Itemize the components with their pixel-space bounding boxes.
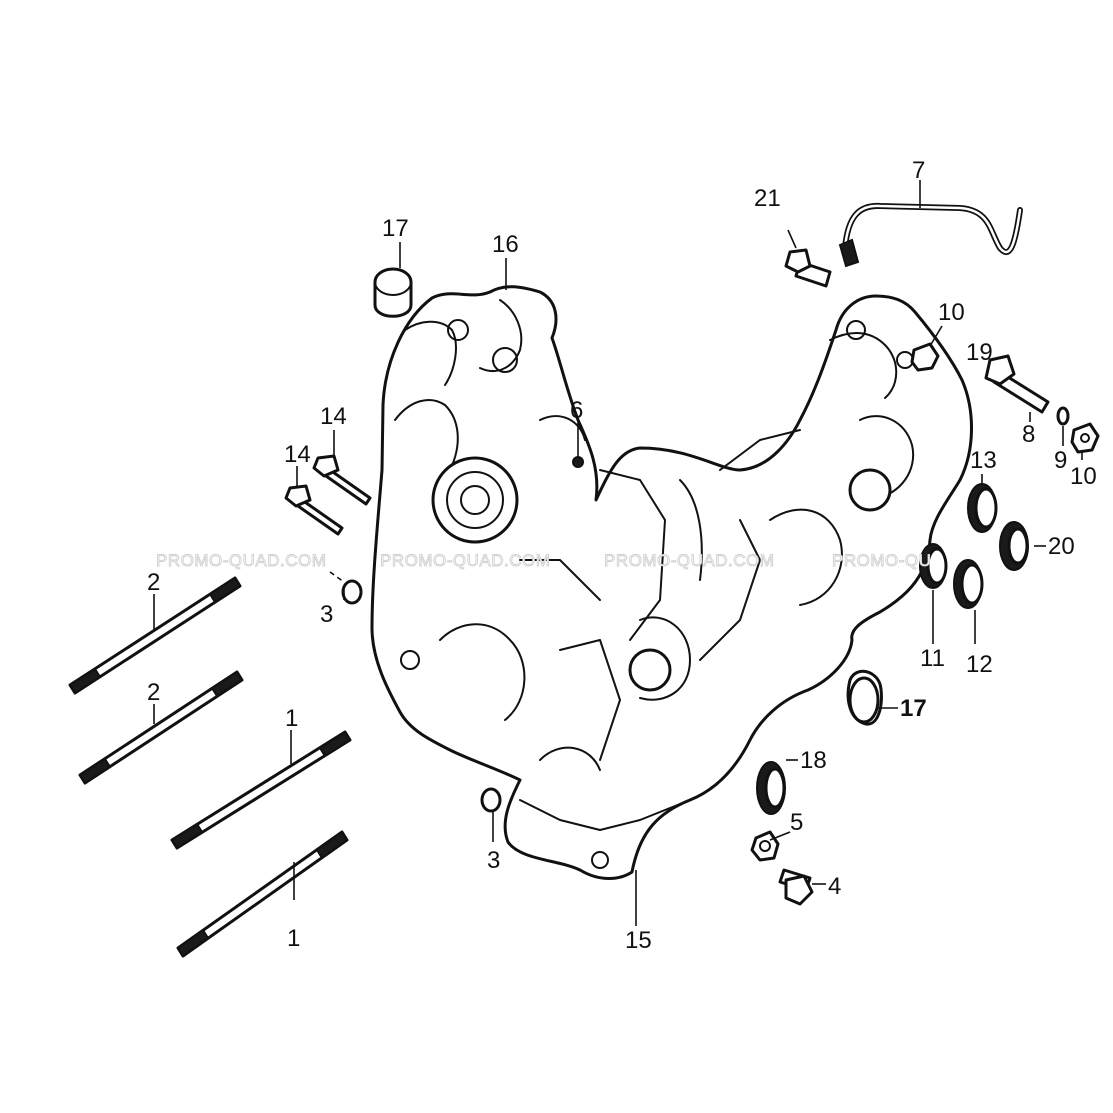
- breather-hose-7: [838, 202, 1023, 268]
- callout-3-upper: 3: [320, 601, 333, 628]
- callout-17-right: 17: [900, 695, 927, 722]
- left-bearing-bore: [431, 456, 519, 544]
- callout-13: 13: [970, 447, 997, 474]
- callout-15: 15: [625, 927, 652, 954]
- lower-bearing-bore: [628, 648, 672, 692]
- callout-9: 9: [1054, 447, 1067, 474]
- crankcase-assembly: [370, 285, 973, 880]
- right-bearing-bore: [848, 468, 892, 512]
- callout-1-upper: 1: [285, 705, 298, 732]
- callout-6: 6: [570, 397, 583, 424]
- callout-19: 19: [966, 339, 993, 366]
- callout-14-upper: 14: [320, 403, 347, 430]
- oil-seal-18: [756, 761, 786, 815]
- callout-18: 18: [800, 747, 827, 774]
- nut-10-upper: [910, 342, 940, 372]
- bolt-14-lower: [284, 484, 344, 536]
- callout-3-lower: 3: [487, 847, 500, 874]
- bushing-17-upper: [373, 267, 413, 318]
- dowel-3-lower: [480, 787, 502, 813]
- nut-10-right: [1070, 422, 1100, 454]
- callout-10-upper: 10: [938, 299, 965, 326]
- watermark-2: PROMO-QUAD.COM: [380, 551, 550, 570]
- stud-bolt-2-lower: [78, 670, 244, 785]
- bolt-14-upper: [312, 454, 372, 506]
- stud-bolt-1-upper: [170, 730, 352, 850]
- bushing-17-right: [846, 669, 883, 726]
- callout-16: 16: [492, 231, 519, 258]
- hose-fitting-21: [784, 229, 832, 288]
- callout-4: 4: [828, 873, 841, 900]
- stud-bolt-2-upper: [68, 576, 242, 695]
- bolt-19: [984, 354, 1050, 414]
- bearing-12: [953, 559, 984, 609]
- callout-21: 21: [754, 185, 781, 212]
- callout-20: 20: [1048, 533, 1075, 560]
- callout-8: 8: [1022, 421, 1035, 448]
- washer-5: [750, 830, 780, 862]
- left-crankcase-half: [370, 285, 973, 880]
- washer-9: [1056, 406, 1070, 426]
- callout-1-lower: 1: [287, 925, 300, 952]
- leader-lines: [153, 180, 1083, 926]
- watermark-3: PROMO-QUAD.COM: [604, 551, 774, 570]
- callout-10-right: 10: [1070, 463, 1097, 490]
- dowel-3-upper: [329, 571, 363, 605]
- watermark-4: PROMO-QU: [832, 551, 931, 570]
- callout-2-lower: 2: [147, 679, 160, 706]
- watermark-1: PROMO-QUAD.COM: [156, 551, 326, 570]
- callout-2-upper: 2: [147, 569, 160, 596]
- callout-7: 7: [912, 157, 925, 184]
- callout-5: 5: [790, 809, 803, 836]
- callout-11: 11: [920, 645, 945, 672]
- callout-12: 12: [966, 651, 993, 678]
- callout-17-upper: 17: [382, 215, 409, 242]
- callout-14-lower: 14: [284, 441, 311, 468]
- dowel-pin-6: [572, 456, 584, 468]
- bearing-11: [919, 543, 948, 589]
- stud-bolt-1-lower: [176, 830, 349, 958]
- drain-bolt-4: [778, 868, 814, 906]
- oil-seal-13: [967, 483, 998, 533]
- oil-seal-20: [999, 521, 1029, 571]
